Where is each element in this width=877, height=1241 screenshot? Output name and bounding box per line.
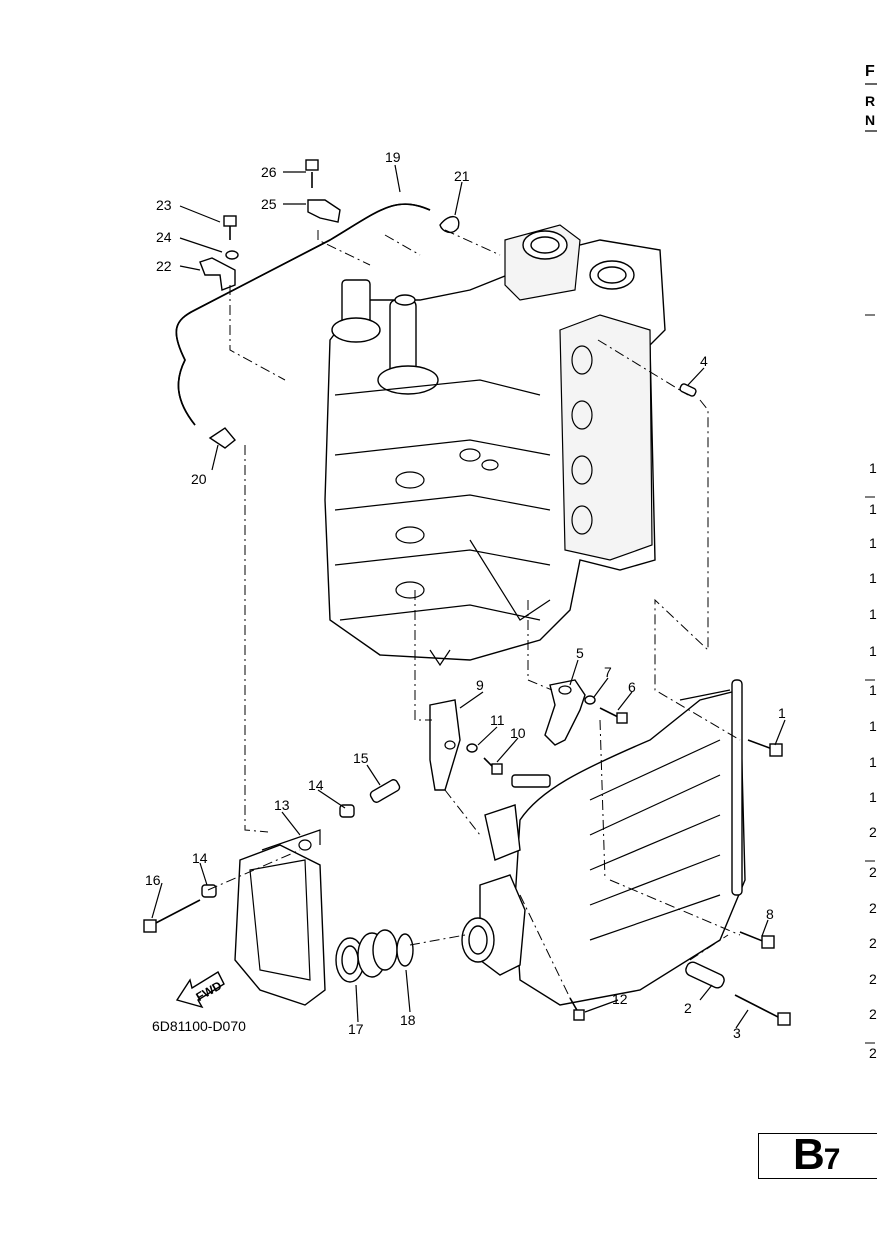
edge-header-r: R [865,93,875,109]
callout-24: 24 [156,229,172,245]
bracket-5 [544,679,586,746]
callout-16: 16 [145,872,161,888]
callout-8: 8 [766,906,774,922]
bolt-8 [739,931,775,949]
edge-row-14: 2 [869,935,877,951]
edge-row-8: 1 [869,718,877,734]
callout-17: 17 [348,1021,364,1037]
leader-lines [151,164,786,1029]
edge-row-17: 2 [869,1045,877,1061]
edge-header-f: F [865,63,875,80]
edge-row-4: 1 [869,570,877,586]
callout-6: 6 [628,679,636,695]
page-marker: B7 [758,1130,877,1180]
edge-header-n: N [865,112,875,128]
edge-row-13: 2 [869,900,877,916]
callout-13: 13 [274,797,290,813]
bolt-3 [734,994,791,1026]
edge-row-5: 1 [869,606,877,622]
duct-17 [335,929,398,983]
clip-20 [208,427,236,449]
bolt-23 [223,215,237,240]
page-marker-label: B7 [793,1130,841,1180]
callout-5: 5 [576,645,584,661]
callout-25: 25 [261,196,277,212]
assembly-lines [207,229,741,999]
callout-9: 9 [476,677,484,693]
collar-2 [685,961,725,989]
holder-25 [307,199,341,223]
washer-11 [466,743,478,753]
edge-row-11: 2 [869,824,877,840]
edge-row-12: 2 [869,864,877,880]
grommet-15 [369,779,401,803]
page-marker-number: 7 [823,1143,841,1176]
callout-20: 20 [191,471,207,487]
engine-block [324,224,666,667]
bolt-10 [483,757,503,775]
callout-15: 15 [353,750,369,766]
edge-row-9: 1 [869,754,877,770]
holder-22 [199,257,236,291]
right-edge-table: F R N 1 1 1 1 1 1 1 1 1 1 2 2 2 2 2 2 2 [865,63,877,1061]
edge-row-1: 1 [869,460,877,476]
edge-row-3: 1 [869,535,877,551]
callout-1: 1 [778,705,786,721]
page-marker-letter: B [793,1130,825,1179]
callout-14a: 14 [308,777,324,793]
callout-2: 2 [684,1000,692,1016]
bolt-26 [305,159,319,188]
bolt-6 [599,707,628,724]
clip-21 [439,216,460,234]
callout-10: 10 [510,725,526,741]
edge-row-15: 2 [869,971,877,987]
callout-11: 11 [490,712,505,728]
callout-19: 19 [385,149,401,165]
callout-18: 18 [400,1012,416,1028]
bolt-16 [143,899,201,933]
callout-21: 21 [454,168,470,184]
collar-14b [201,884,217,898]
callout-12: 12 [612,991,628,1007]
intake-manifold [461,679,746,1006]
callout-22: 22 [156,258,172,274]
washer-24 [225,250,239,260]
edge-row-7: 1 [869,682,877,698]
bolt-12 [569,997,585,1021]
callout-3: 3 [733,1025,741,1041]
callout-4: 4 [700,353,708,369]
clamp-18 [396,933,414,967]
edge-row-2: 1 [869,501,877,517]
silencer-cover [234,844,326,1006]
callout-numbers: 1 2 3 4 5 6 7 8 9 10 11 12 13 14 14 15 1… [145,149,786,1041]
edge-row-16: 2 [869,1006,877,1022]
washer-7 [584,695,596,705]
callout-26: 26 [261,164,277,180]
diagram-code: 6D81100-D070 [152,1018,246,1034]
edge-row-6: 1 [869,643,877,659]
bolt-1 [747,739,783,757]
callout-23: 23 [156,197,172,213]
callout-7: 7 [604,664,612,680]
fwd-arrow: FWD [175,971,225,1009]
callout-14b: 14 [192,850,208,866]
collar-14a [339,804,355,818]
edge-row-10: 1 [869,789,877,805]
